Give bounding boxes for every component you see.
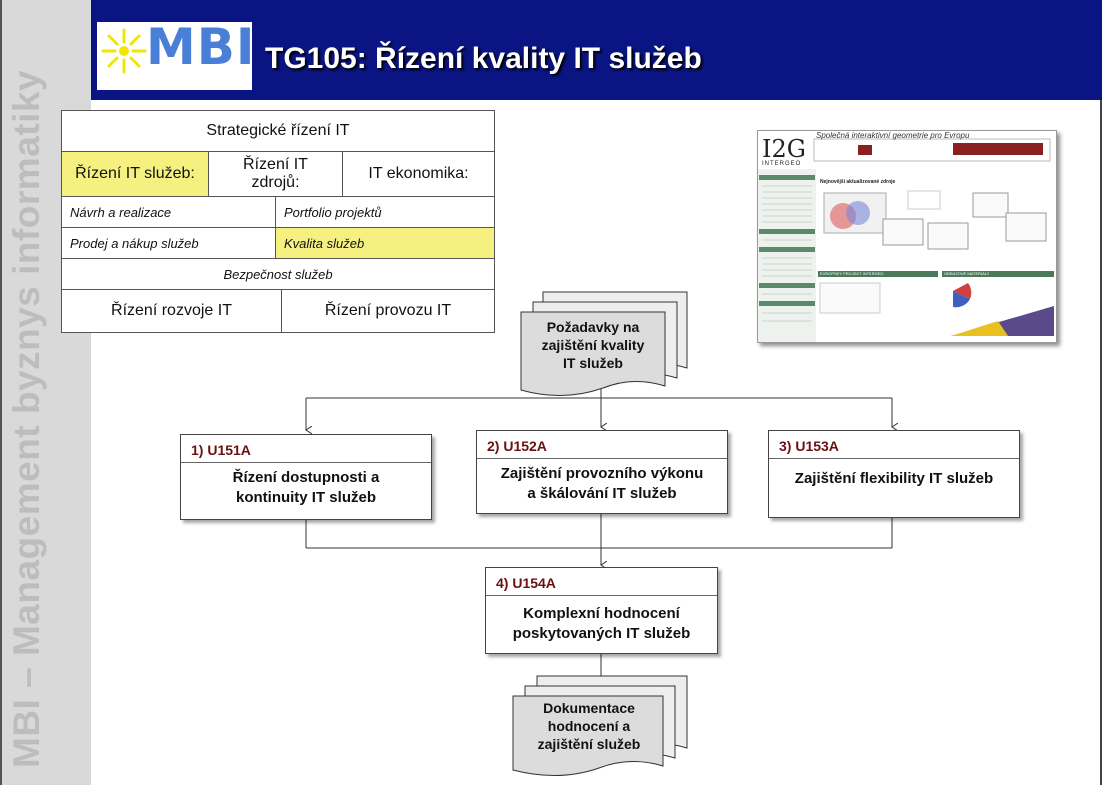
step-text-line: Zajištění flexibility IT služeb bbox=[794, 470, 994, 487]
step-header bbox=[769, 431, 1019, 459]
output-document-line: hodnocení a bbox=[547, 718, 631, 734]
step-text-line: a škálování IT služeb bbox=[527, 485, 677, 502]
matrix-portfolio: Portfolio projektů bbox=[275, 196, 495, 228]
thumb-banner-left: EVROPSKÝ PROJEKT INTERGEO bbox=[820, 271, 884, 276]
step-box-1: 1) U151A Řízení dostupnosti a kontinuity… bbox=[180, 434, 432, 520]
step-text: Řízení dostupnosti a kontinuity IT služe… bbox=[181, 468, 431, 508]
step-box-3: 3) U153A Zajištění flexibility IT služeb bbox=[768, 430, 1020, 518]
step-header bbox=[477, 431, 727, 459]
right-border bbox=[1100, 100, 1102, 785]
input-document-line: Požadavky na bbox=[546, 319, 640, 335]
step-header bbox=[181, 435, 431, 463]
step-box-4: 4) U154A Komplexní hodnocení poskytovaný… bbox=[485, 567, 718, 654]
thumb-banner-right: OBRAZOVÉ MATERIÁLY bbox=[944, 271, 990, 276]
thumb-section-title: Nejnovější aktualizované zdroje bbox=[820, 179, 896, 185]
matrix-design: Návrh a realizace bbox=[61, 196, 276, 228]
step-number: 4) U154A bbox=[496, 575, 556, 591]
thumb-brand-sub: INTERGEO bbox=[762, 161, 802, 167]
step-text-line: kontinuity IT služeb bbox=[235, 489, 376, 506]
output-document-icon bbox=[512, 675, 688, 776]
step-number: 3) U153A bbox=[779, 438, 839, 454]
input-document-line: zajištění kvality bbox=[541, 337, 645, 353]
matrix-quality: Kvalita služeb bbox=[275, 227, 495, 259]
matrix-top: Strategické řízení IT bbox=[61, 110, 495, 152]
step-text-line: Zajištění provozního výkonu bbox=[500, 465, 704, 482]
step-text: Komplexní hodnocení poskytovaných IT slu… bbox=[486, 604, 717, 644]
matrix-security: Bezpečnost služeb bbox=[61, 258, 495, 290]
step-header bbox=[486, 568, 717, 596]
matrix-development: Řízení rozvoje IT bbox=[61, 289, 282, 333]
output-document-line: Dokumentace bbox=[543, 700, 635, 716]
matrix-it-services: Řízení IT služeb: bbox=[61, 151, 209, 197]
sun-icon bbox=[101, 28, 147, 74]
step-text: Zajištění provozního výkonu a škálování … bbox=[477, 464, 727, 504]
logo-text: MBI bbox=[146, 18, 256, 76]
output-document: Dokumentace hodnocení a zajištění služeb bbox=[515, 699, 663, 753]
output-document-line: zajištění služeb bbox=[537, 736, 641, 752]
thumb-header-text: Společná interaktivní geometrie pro Evro… bbox=[816, 131, 970, 140]
input-document: Požadavky na zajištění kvality IT služeb bbox=[521, 318, 665, 372]
matrix-operations: Řízení provozu IT bbox=[281, 289, 495, 333]
matrix-it-resources: Řízení IT zdrojů: bbox=[208, 151, 343, 197]
page-title: TG105: Řízení kvality IT služeb bbox=[265, 42, 702, 75]
input-document-line: IT služeb bbox=[563, 355, 623, 371]
step-number: 2) U152A bbox=[487, 438, 547, 454]
step-number: 1) U151A bbox=[191, 442, 251, 458]
step-text-line: Komplexní hodnocení bbox=[523, 605, 680, 622]
step-text-line: poskytovaných IT služeb bbox=[512, 625, 691, 642]
matrix-sales: Prodej a nákup služeb bbox=[61, 227, 276, 259]
input-document-icon bbox=[520, 291, 688, 396]
step-text: Zajištění flexibility IT služeb bbox=[769, 469, 1019, 489]
website-thumbnail: I2G INTERGEO Společná interaktivní geome… bbox=[757, 130, 1057, 343]
step-box-2: 2) U152A Zajištění provozního výkonu a š… bbox=[476, 430, 728, 514]
step-text-line: Řízení dostupnosti a bbox=[232, 469, 380, 486]
thumb-accent-bar bbox=[953, 143, 1043, 155]
matrix-it-economics: IT ekonomika: bbox=[342, 151, 495, 197]
thumb-brand: I2G bbox=[762, 135, 806, 163]
header-bar bbox=[91, 0, 1102, 100]
